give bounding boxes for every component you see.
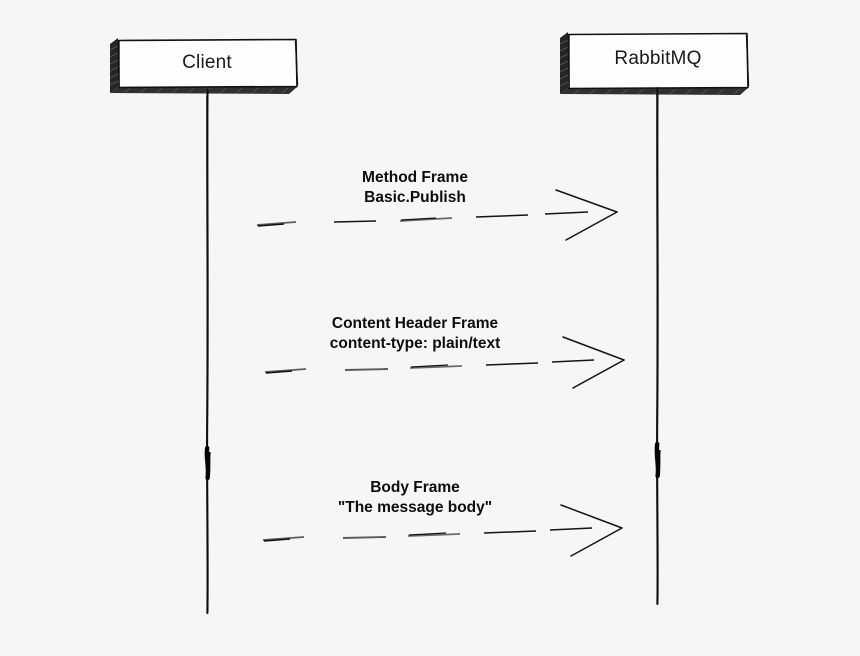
message-label-line2: "The message body" — [337, 499, 493, 516]
message-label-body-frame: Body Frame "The message body" — [285, 478, 545, 518]
client-box-shadow — [109, 38, 297, 94]
participant-box-client[interactable] — [109, 38, 299, 94]
lifeline-rabbitmq — [654, 86, 661, 606]
participant-label-client: Client — [182, 52, 232, 73]
message-label-line1: Content Header Frame — [331, 315, 499, 332]
message-arrow-body-frame[interactable] — [262, 504, 623, 557]
participant-box-rabbitmq[interactable] — [559, 32, 750, 95]
lifeline-client — [204, 88, 211, 615]
message-label-method-frame: Method Frame Basic.Publish — [285, 168, 545, 208]
message-label-line1: Body Frame — [370, 479, 460, 496]
message-label-content-header-frame: Content Header Frame content-type: plain… — [285, 314, 545, 354]
message-arrow-method-frame[interactable] — [256, 189, 618, 241]
participant-label-rabbitmq: RabbitMQ — [614, 48, 702, 69]
message-arrow-content-header-frame[interactable] — [264, 336, 625, 389]
message-label-line2: Basic.Publish — [364, 189, 466, 206]
message-label-line2: content-type: plain/text — [329, 335, 501, 352]
rabbitmq-box-shadow — [559, 32, 748, 95]
message-label-line1: Method Frame — [362, 169, 468, 186]
